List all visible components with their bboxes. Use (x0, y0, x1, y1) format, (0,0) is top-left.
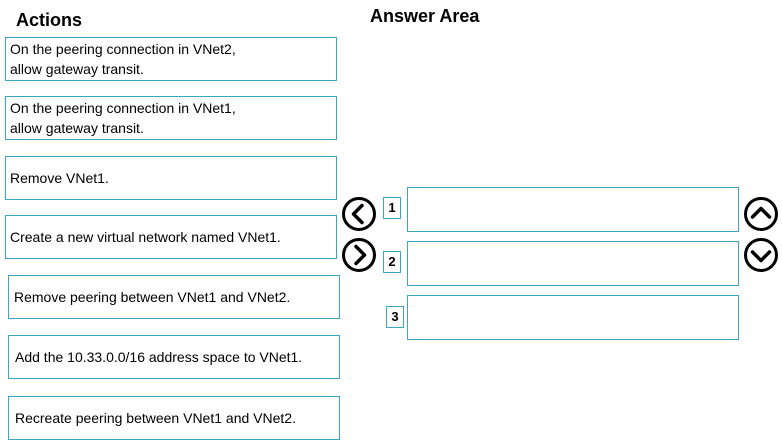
action-item-recreate-peering[interactable]: Recreate peering between VNet1 and VNet2… (8, 396, 340, 440)
answer-slot-1[interactable] (407, 187, 739, 232)
answer-area-heading: Answer Area (370, 6, 480, 26)
chevron-left-circle-icon (342, 197, 376, 231)
answer-slot-2[interactable] (407, 241, 739, 286)
move-left-button[interactable] (341, 196, 377, 232)
action-item-allow-gateway-transit-vnet1[interactable]: On the peering connection in VNet1, allo… (5, 96, 337, 140)
chevron-down-circle-icon (744, 238, 778, 272)
move-up-button[interactable] (743, 196, 779, 232)
action-item-remove-peering[interactable]: Remove peering between VNet1 and VNet2. (8, 275, 340, 319)
slot-number-1: 1 (383, 197, 401, 219)
action-item-remove-vnet1[interactable]: Remove VNet1. (5, 156, 337, 200)
chevron-right-circle-icon (342, 238, 376, 272)
move-down-button[interactable] (743, 237, 779, 273)
chevron-up-circle-icon (744, 197, 778, 231)
answer-slot-3[interactable] (407, 295, 739, 340)
move-right-button[interactable] (341, 237, 377, 273)
slot-number-2: 2 (383, 251, 401, 273)
action-item-allow-gateway-transit-vnet2[interactable]: On the peering connection in VNet2, allo… (5, 37, 337, 81)
action-item-add-address-space[interactable]: Add the 10.33.0.0/16 address space to VN… (8, 335, 340, 379)
action-item-create-vnet1[interactable]: Create a new virtual network named VNet1… (5, 215, 337, 259)
actions-heading: Actions (16, 10, 83, 30)
slot-number-3: 3 (386, 306, 404, 328)
